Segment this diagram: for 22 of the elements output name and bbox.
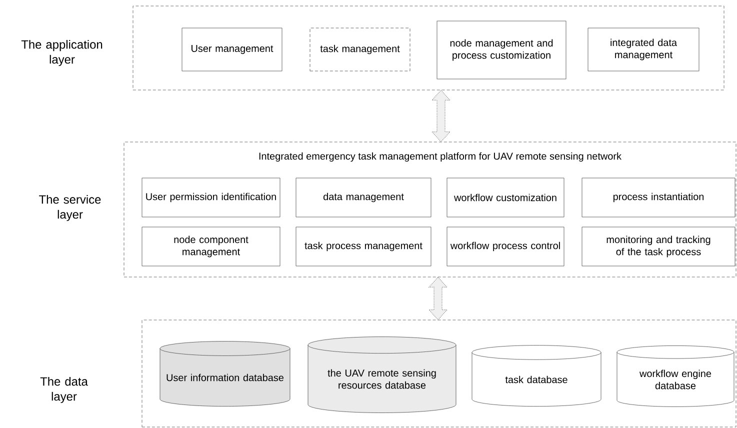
module-box: data management	[296, 178, 432, 218]
platform-title: Integrated emergency task management platform for UAV remote sensing network	[259, 152, 622, 162]
double-arrow	[428, 276, 448, 320]
database-cylinder: workflow engine database	[616, 346, 734, 407]
module-box: integrated data management	[588, 28, 700, 72]
module-box: process instantiation	[582, 178, 736, 218]
database-cylinder: task database	[472, 345, 602, 407]
module-box: workflow customization	[446, 178, 564, 218]
database-cylinder: the UAV remote sensing resources database	[308, 336, 456, 413]
layer-label: The data layer	[40, 376, 88, 404]
module-box: task process management	[296, 226, 432, 266]
layer-label: The service layer	[39, 194, 101, 222]
module-box: workflow process control	[446, 226, 564, 266]
module-box: node component management	[142, 226, 280, 266]
module-box: node management and process customization	[436, 20, 566, 80]
module-box: task management	[310, 28, 410, 72]
double-arrow	[431, 90, 451, 142]
database-cylinder: User information database	[160, 341, 290, 406]
module-box: User permission identification	[142, 178, 280, 218]
module-box: User management	[182, 28, 282, 72]
layer-label: The application layer	[21, 40, 102, 66]
module-box: monitoring and tracking of the task process	[582, 226, 736, 266]
